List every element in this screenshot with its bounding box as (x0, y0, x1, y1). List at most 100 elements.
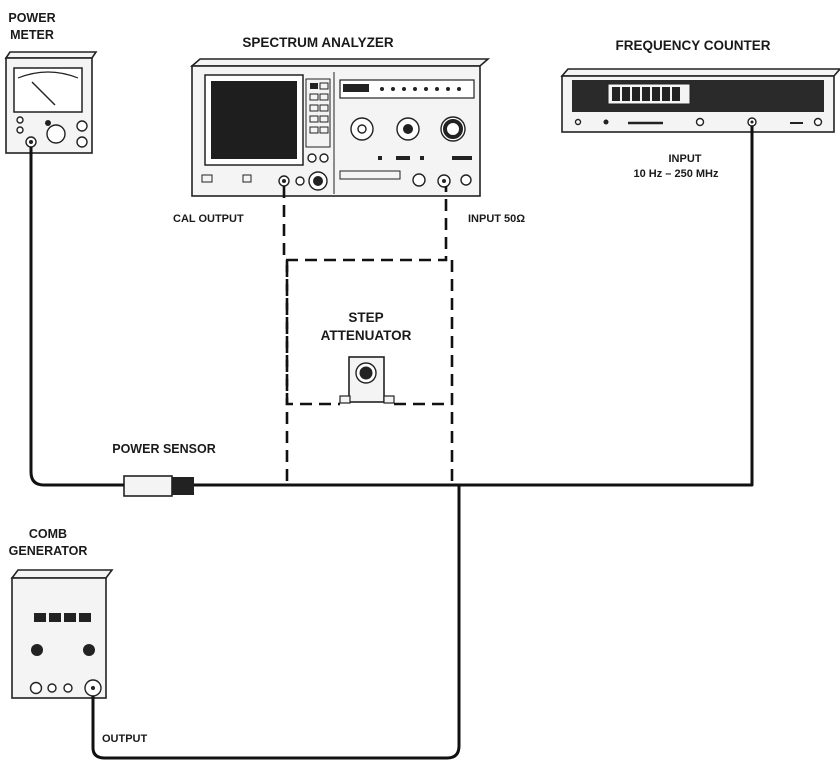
knob-icon (307, 153, 317, 163)
softkey-icon (319, 126, 329, 134)
digit-icon (662, 87, 670, 101)
softkey-icon (319, 104, 329, 112)
connector-pin-icon (29, 140, 33, 144)
digit-icon (642, 87, 650, 101)
power-sensor-body (123, 475, 173, 497)
connector-pin-icon (282, 179, 286, 183)
frequency-counter: FREQUENCY COUNTER (560, 38, 840, 133)
power-sensor-connector (172, 477, 194, 495)
knob-icon (574, 118, 582, 126)
step-attenuator-label-line2: ATTENUATOR (321, 328, 412, 343)
digit-icon (672, 87, 680, 101)
comb-generator-top (10, 569, 114, 579)
knob-icon (31, 644, 43, 656)
knob-icon (16, 126, 24, 134)
knob-icon (16, 116, 24, 124)
knob-icon (76, 136, 88, 148)
connector-icon (383, 395, 395, 404)
indicator-icon (603, 119, 609, 125)
knob-ring-icon (443, 119, 463, 139)
attenuator-left-dashed (285, 265, 340, 406)
softkey-icon (319, 82, 329, 90)
power-meter-indicator-icon (45, 120, 51, 126)
power-meter-label-line2: METER (10, 28, 54, 42)
knob-icon (63, 683, 73, 693)
comb-output-to-analyzer-cable (91, 485, 461, 760)
led-icon (424, 87, 428, 91)
cal-output-label: CAL OUTPUT (173, 213, 244, 225)
step-attenuator (339, 356, 395, 404)
gauge-scale-icon (17, 71, 79, 79)
spectrum-analyzer: SPECTRUM ANALYZER (189, 35, 491, 197)
power-sensor (123, 475, 194, 497)
readout-panel (339, 79, 475, 99)
digit-icon (632, 87, 640, 101)
led-icon (402, 87, 406, 91)
comb-output-label: OUTPUT (102, 733, 148, 745)
comb-generator (10, 569, 114, 699)
power-sensor-label: POWER SENSOR (112, 442, 216, 456)
knob-icon (47, 683, 57, 693)
button-strip-icon (339, 170, 401, 180)
connector-pin-icon (442, 179, 446, 183)
gauge-needle-icon (31, 81, 56, 106)
frequency-counter-top (560, 68, 840, 77)
counter-input-label-line1: INPUT (669, 153, 702, 165)
knob-icon (460, 174, 472, 186)
knob-icon (695, 117, 705, 127)
softkey-column (305, 78, 331, 148)
knob-center-icon (357, 124, 367, 134)
input-50-label: INPUT 50Ω (468, 213, 525, 225)
knob-icon (295, 176, 305, 186)
digit-icon (622, 87, 630, 101)
knob-icon (319, 153, 329, 163)
key-group-icon (452, 156, 472, 160)
power-meter-to-sensor-cable (29, 147, 124, 487)
knob-center-icon (313, 176, 323, 186)
sensor-to-frequency-counter-cable (194, 126, 754, 487)
key-icon (34, 613, 46, 622)
knob-icon (29, 681, 43, 695)
power-meter-top (4, 51, 98, 59)
led-icon (391, 87, 395, 91)
key-icon (378, 156, 382, 160)
knob-icon (813, 117, 823, 127)
led-icon (413, 87, 417, 91)
knob-center-icon (359, 366, 373, 380)
led-icon (457, 87, 461, 91)
connector-pin-icon (91, 686, 95, 690)
softkey-icon (309, 104, 319, 112)
connector-icon (339, 395, 351, 404)
led-icon (380, 87, 384, 91)
key-icon (420, 156, 424, 160)
softkey-icon (309, 126, 319, 134)
comb-generator-body (11, 577, 107, 699)
spectrum-analyzer-label: SPECTRUM ANALYZER (242, 35, 394, 50)
led-icon (446, 87, 450, 91)
power-meter: POWER METER (4, 11, 98, 154)
direct-connection-dashed (282, 186, 448, 262)
softkey-icon (319, 93, 329, 101)
key-icon (64, 613, 76, 622)
power-meter-label-line1: POWER (8, 11, 55, 25)
led-icon (435, 87, 439, 91)
softkey-icon (319, 115, 329, 123)
key-icon (79, 613, 91, 622)
spectrum-analyzer-top (189, 58, 491, 67)
knob-icon (412, 173, 426, 187)
key-icon (49, 613, 61, 622)
softkey-icon (309, 93, 319, 101)
softkey-icon (310, 83, 318, 89)
key-group-icon (396, 156, 410, 160)
knob-icon (46, 124, 66, 144)
frequency-counter-label: FREQUENCY COUNTER (615, 38, 770, 53)
comb-generator-label-line1: COMB (29, 527, 67, 541)
softkey-icon (309, 115, 319, 123)
digit-icon (612, 87, 620, 101)
knob-icon (76, 120, 88, 132)
power-meter-gauge (13, 67, 83, 113)
connector-pin-icon (750, 120, 754, 124)
step-attenuator-label-line1: STEP (348, 310, 383, 325)
comb-generator-label-line2: GENERATOR (9, 544, 88, 558)
